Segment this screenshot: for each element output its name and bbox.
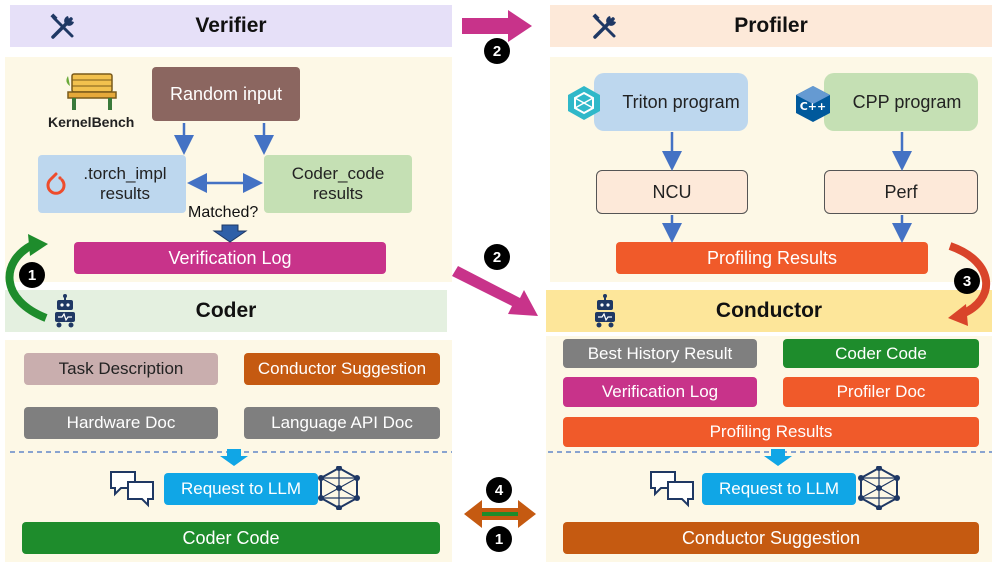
verifier-header: Verifier — [10, 5, 452, 47]
exchange-arrow-stripe — [482, 512, 518, 516]
matched-label: Matched? — [188, 204, 259, 221]
coder-request-llm-label: Request to LLM — [180, 479, 301, 499]
exchange-arrow — [464, 500, 536, 528]
pytorch-icon — [44, 170, 68, 198]
arrow-verifier-to-conductor — [452, 266, 538, 316]
perf-box: Perf — [824, 170, 978, 214]
coder-title: Coder — [195, 299, 257, 322]
conductor-suggestion-output-label: Conductor Suggestion — [681, 527, 861, 548]
triton-program-box: Triton program — [594, 73, 748, 131]
robot-icon — [52, 294, 78, 328]
step-badge-2-mid: 2 — [484, 244, 510, 270]
conductor-coder-code-label: Coder Code — [835, 343, 927, 363]
chat-bubbles-icon — [648, 468, 696, 508]
random-input-box: Random input — [152, 67, 300, 121]
step-badge-4: 4 — [486, 477, 512, 503]
profiler-header: Profiler — [550, 5, 992, 47]
coder-code-output-label: Coder Code — [182, 527, 280, 548]
verifier-title: Verifier — [195, 14, 267, 37]
kernelbench-bench-icon — [64, 68, 120, 112]
profiler-title: Profiler — [734, 14, 808, 37]
cpp-icon-text: C++ — [800, 100, 827, 113]
profiler-doc-box: Profiler Doc — [783, 377, 979, 407]
step-badge-1: 1 — [19, 262, 45, 288]
triton-icon — [565, 84, 603, 122]
coder-conductor-suggestion-box: Conductor Suggestion — [244, 353, 440, 385]
task-description-label: Task Description — [58, 359, 184, 379]
torch-impl-label: .torch_impl results — [83, 164, 167, 203]
conductor-coder-code-box: Coder Code — [783, 339, 979, 368]
conductor-request-llm-label: Request to LLM — [718, 479, 839, 499]
coder-code-results-label: Coder_code results — [291, 164, 385, 203]
ncu-box: NCU — [596, 170, 748, 214]
coder-conductor-suggestion-label: Conductor Suggestion — [257, 359, 427, 379]
coder-code-results-box: Coder_code results — [264, 155, 412, 213]
robot-icon — [592, 294, 618, 328]
neural-network-icon — [858, 465, 900, 511]
conductor-title: Conductor — [715, 299, 823, 322]
tools-icon — [590, 12, 620, 42]
cpp-program-label: CPP program — [852, 91, 962, 112]
neural-network-icon — [318, 465, 360, 511]
verification-log-bar: Verification Log — [74, 242, 386, 274]
conductor-verification-log-box: Verification Log — [563, 377, 757, 407]
step-badge-2-top: 2 — [484, 38, 510, 64]
profiling-results-label: Profiling Results — [706, 247, 838, 268]
conductor-profiling-results-label: Profiling Results — [709, 422, 833, 442]
tools-icon — [48, 12, 78, 42]
language-api-doc-label: Language API Doc — [271, 413, 413, 433]
step-badge-3: 3 — [954, 268, 980, 294]
conductor-suggestion-output-bar: Conductor Suggestion — [563, 522, 979, 554]
cpp-program-box: CPP program — [824, 73, 978, 131]
cpp-icon: C++ — [794, 84, 832, 124]
ncu-label: NCU — [652, 181, 692, 202]
best-history-box: Best History Result — [563, 339, 757, 368]
triton-program-label: Triton program — [622, 91, 740, 112]
kernelbench-label: KernelBench — [48, 114, 135, 130]
task-description-box: Task Description — [24, 353, 218, 385]
perf-label: Perf — [884, 181, 918, 202]
hardware-doc-box: Hardware Doc — [24, 407, 218, 439]
conductor-verification-log-label: Verification Log — [601, 382, 719, 402]
conductor-profiling-results-box: Profiling Results — [563, 417, 979, 447]
conductor-header: Conductor — [546, 290, 992, 332]
chat-bubbles-icon — [108, 468, 156, 508]
conductor-request-llm-box: Request to LLM — [702, 473, 856, 505]
coder-header: Coder — [5, 290, 447, 332]
profiler-doc-label: Profiler Doc — [836, 382, 926, 402]
hardware-doc-label: Hardware Doc — [66, 413, 176, 433]
coder-code-output-bar: Coder Code — [22, 522, 440, 554]
step-badge-1-bottom: 1 — [486, 526, 512, 552]
random-input-label: Random input — [169, 83, 283, 104]
language-api-doc-box: Language API Doc — [244, 407, 440, 439]
torch-impl-box: .torch_impl results — [38, 155, 186, 213]
profiling-results-bar: Profiling Results — [616, 242, 928, 274]
verification-log-label: Verification Log — [168, 247, 292, 268]
best-history-label: Best History Result — [587, 343, 733, 363]
coder-request-llm-box: Request to LLM — [164, 473, 318, 505]
